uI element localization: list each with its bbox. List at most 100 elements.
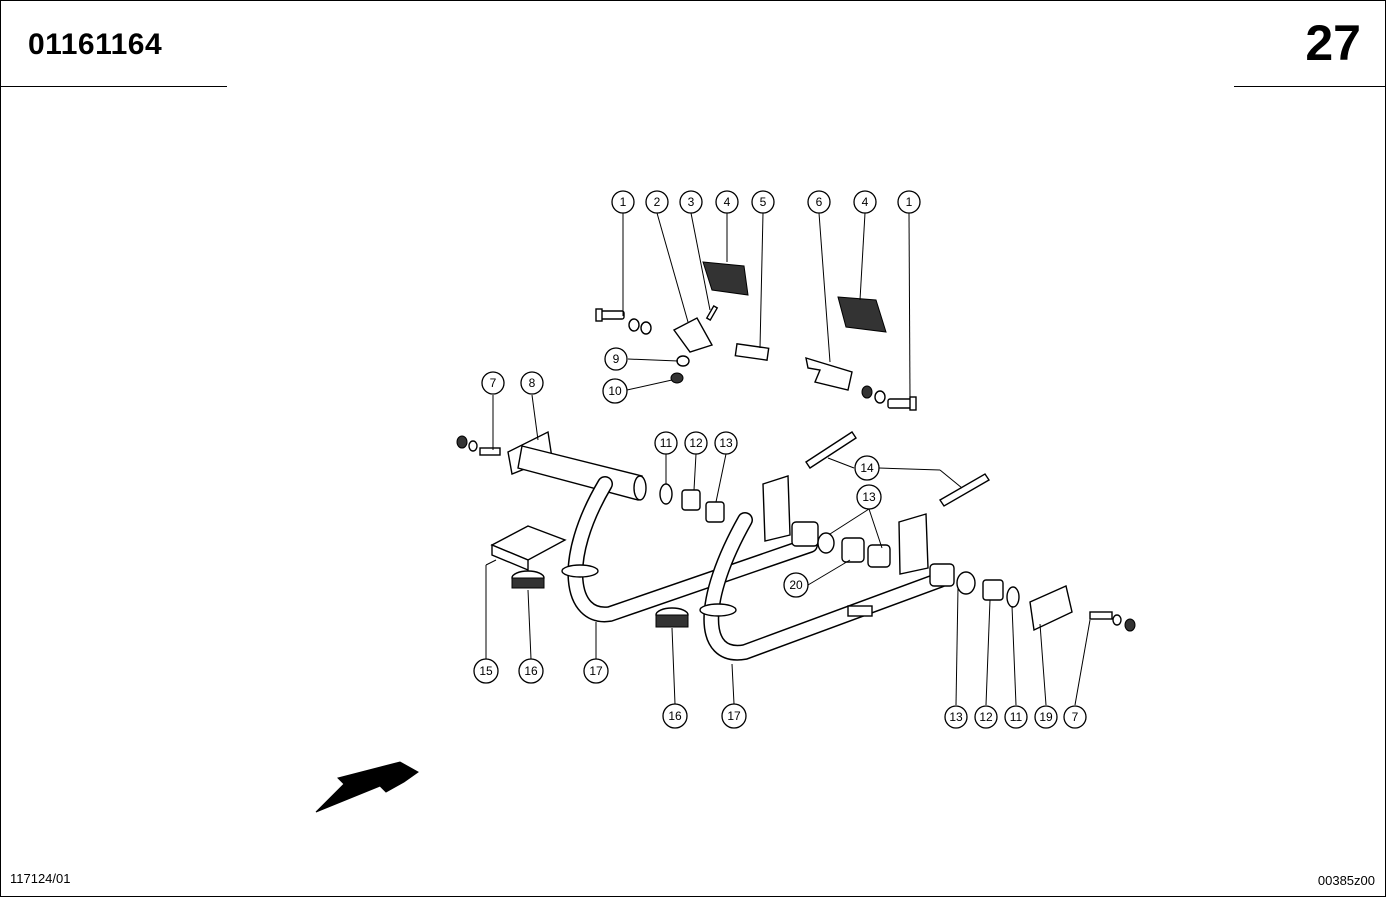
- bushing-13-right: [956, 571, 976, 595]
- bolt-7-left: [479, 447, 501, 456]
- leader-lines: [485, 212, 1091, 706]
- svg-text:6: 6: [816, 195, 823, 209]
- pedal-pad-4-right: [837, 296, 887, 333]
- svg-text:8: 8: [529, 376, 536, 390]
- callout-16-mid: 16: [662, 703, 688, 729]
- callout-1-left: 1: [611, 190, 635, 214]
- callout-7-top: 7: [481, 371, 505, 395]
- header-rule-right: [1234, 86, 1386, 87]
- callout-4-left: 4: [715, 190, 739, 214]
- svg-text:17: 17: [727, 709, 741, 723]
- svg-text:13: 13: [949, 710, 963, 724]
- svg-text:14: 14: [860, 461, 874, 475]
- svg-text:7: 7: [490, 376, 497, 390]
- svg-text:4: 4: [862, 195, 869, 209]
- nut: [456, 435, 468, 449]
- bolt-1-right: [887, 396, 917, 411]
- callout-1-right: 1: [897, 190, 921, 214]
- svg-text:13: 13: [862, 490, 876, 504]
- plate-5: [734, 343, 770, 361]
- svg-text:13: 13: [719, 436, 733, 450]
- callout-20: 20: [783, 572, 809, 598]
- doc-number: 01161164: [28, 28, 163, 61]
- arrow-down-left-icon: [315, 761, 419, 813]
- bushing-12-right: [982, 579, 1004, 601]
- bushing-13-mid: [867, 544, 891, 568]
- spring-14-upper: [805, 431, 857, 469]
- callout-2: 2: [645, 190, 669, 214]
- callout-16-left: 16: [518, 658, 544, 684]
- svg-text:12: 12: [689, 436, 703, 450]
- pedal-plate-right: [898, 513, 929, 575]
- svg-text:2: 2: [654, 195, 661, 209]
- callout-14: 14: [854, 455, 880, 481]
- bushing-13: [705, 501, 725, 523]
- pivot-sleeve-left: [791, 521, 819, 547]
- block-15-side: [491, 543, 529, 572]
- drawing-ref: 117124/01: [10, 871, 71, 886]
- cap-10: [670, 372, 684, 384]
- svg-text:1: 1: [620, 195, 627, 209]
- callout-10: 10: [602, 378, 628, 404]
- svg-text:7: 7: [1072, 710, 1079, 724]
- ring-11: [659, 483, 673, 505]
- washer: [628, 318, 640, 332]
- drawing-code: 00385z00: [1317, 873, 1375, 888]
- nut: [640, 321, 652, 335]
- callout-17-right: 17: [721, 703, 747, 729]
- pivot-sleeve-right: [929, 563, 955, 587]
- callout-13-bottom: 13: [944, 705, 968, 729]
- callout-6: 6: [807, 190, 831, 214]
- rubber-16-mid-side: [655, 614, 689, 628]
- pedal-bracket-2: [672, 317, 714, 353]
- bolt-7-right: [1089, 611, 1113, 620]
- bushing-20: [841, 537, 865, 563]
- nut-9: [676, 355, 690, 367]
- svg-text:15: 15: [479, 664, 493, 678]
- callout-19: 19: [1034, 705, 1058, 729]
- callout-11-bottom: 11: [1004, 705, 1028, 729]
- page-number: 27: [1305, 15, 1361, 71]
- svg-text:19: 19: [1039, 710, 1053, 724]
- pedal-bracket-6: [805, 356, 853, 391]
- nut: [1124, 618, 1136, 632]
- svg-text:11: 11: [660, 436, 673, 450]
- callout-15: 15: [473, 658, 499, 684]
- shaft-end: [633, 475, 647, 501]
- callout-11-top: 11: [654, 431, 678, 455]
- pedal-arm-17-left: [561, 476, 818, 623]
- svg-text:5: 5: [760, 195, 767, 209]
- callout-3: 3: [679, 190, 703, 214]
- callout-4-right: 4: [853, 190, 877, 214]
- rubber-16-left-side: [511, 577, 545, 589]
- svg-text:17: 17: [589, 664, 603, 678]
- callout-13-mid: 13: [856, 484, 882, 510]
- svg-text:10: 10: [608, 384, 622, 398]
- svg-text:11: 11: [1010, 710, 1023, 724]
- svg-text:3: 3: [688, 195, 695, 209]
- ring-11-right: [1006, 586, 1020, 608]
- callout-8: 8: [520, 371, 544, 395]
- svg-text:16: 16: [524, 664, 538, 678]
- mount-plate-19: [1029, 585, 1073, 632]
- svg-text:20: 20: [789, 578, 803, 592]
- svg-text:9: 9: [613, 352, 620, 366]
- callout-17-left: 17: [583, 658, 609, 684]
- shaft: [517, 445, 643, 501]
- svg-text:16: 16: [668, 709, 682, 723]
- ring: [817, 532, 835, 554]
- callout-12-top: 12: [684, 431, 708, 455]
- svg-text:1: 1: [906, 195, 913, 209]
- callout-12-bottom: 12: [974, 705, 998, 729]
- spring-14-lower: [939, 473, 990, 507]
- bushing-12: [681, 489, 701, 511]
- svg-text:12: 12: [979, 710, 993, 724]
- callout-5: 5: [751, 190, 775, 214]
- header-rule-left: [0, 86, 227, 87]
- pedal-plate-left: [762, 475, 791, 542]
- nut: [861, 385, 873, 399]
- washer: [874, 390, 886, 404]
- callout-13-top: 13: [714, 431, 738, 455]
